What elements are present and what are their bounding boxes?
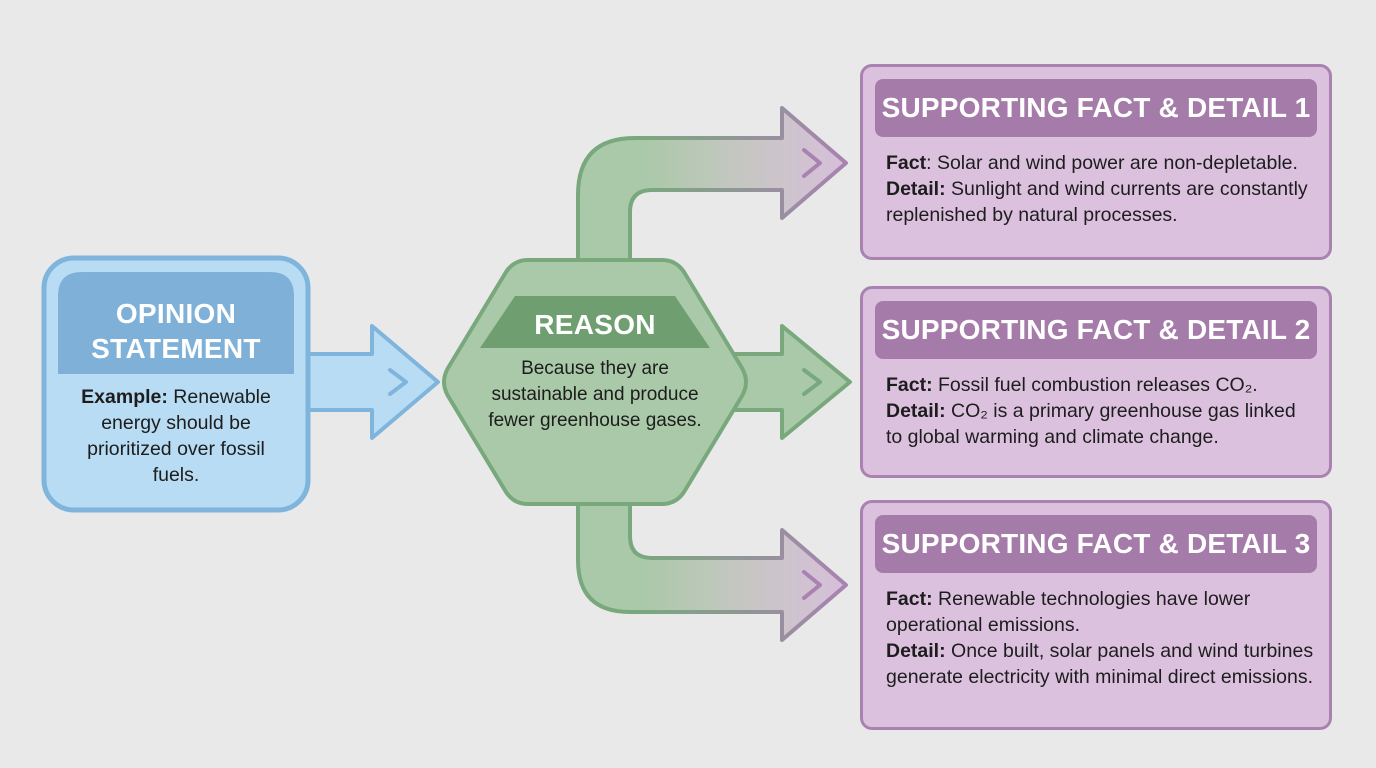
supporting-card-2: SUPPORTING FACT & DETAIL 2 Fact: Fossil … xyxy=(860,286,1332,478)
reason-header-band xyxy=(480,296,710,348)
supporting-card-2-title: SUPPORTING FACT & DETAIL 2 xyxy=(875,301,1317,359)
supporting-card-1-title: SUPPORTING FACT & DETAIL 1 xyxy=(875,79,1317,137)
fact-text: Renewable technologies have lower operat… xyxy=(886,588,1251,636)
supporting-card-1-body: Fact: Solar and wind power are non-deple… xyxy=(886,150,1315,228)
supporting-card-1: SUPPORTING FACT & DETAIL 1 Fact: Solar a… xyxy=(860,64,1332,260)
reason-text: Because they are sustainable and produce… xyxy=(488,358,702,431)
fact-label: Fact xyxy=(886,152,927,174)
reason-branch-arrow-1 xyxy=(576,106,848,274)
detail-label: Detail: xyxy=(886,400,946,422)
supporting-card-2-body: Fact: Fossil fuel combustion releases CO… xyxy=(886,372,1315,450)
fact-label: Fact: xyxy=(886,374,933,396)
detail-line: Detail: Sunlight and wind currents are c… xyxy=(886,176,1315,228)
detail-label: Detail: xyxy=(886,640,946,662)
opinion-title: OPINION STATEMENT xyxy=(91,298,261,364)
detail-text: Once built, solar panels and wind turbin… xyxy=(886,640,1314,688)
opinion-arrow-chevron xyxy=(388,368,408,396)
supporting-card-3: SUPPORTING FACT & DETAIL 3 Fact: Renewab… xyxy=(860,500,1332,730)
detail-text: CO₂ is a primary greenhouse gas linked t… xyxy=(886,400,1296,448)
fact-line: Fact: Solar and wind power are non-deple… xyxy=(886,150,1315,176)
opinion-example-label: Example: xyxy=(81,386,168,408)
arrow-2-chevron xyxy=(802,368,822,396)
detail-text: Sunlight and wind currents are constantl… xyxy=(886,178,1308,226)
detail-line: Detail: Once built, solar panels and win… xyxy=(886,638,1315,690)
fact-text: Fossil fuel combustion releases CO₂. xyxy=(932,374,1258,396)
fact-line: Fact: Renewable technologies have lower … xyxy=(886,586,1315,638)
arrow-1-chevron xyxy=(802,148,822,178)
opinion-example: Example: Renewable energy should be prio… xyxy=(64,384,288,488)
opinion-example-text: Renewable energy should be prioritized o… xyxy=(87,386,271,486)
fact-text: : Solar and wind power are non-depletabl… xyxy=(926,152,1298,174)
detail-label: Detail: xyxy=(886,178,946,200)
supporting-card-3-title: SUPPORTING FACT & DETAIL 3 xyxy=(875,515,1317,573)
detail-line: Detail: CO₂ is a primary greenhouse gas … xyxy=(886,398,1315,450)
reason-branch-arrow-3 xyxy=(576,493,848,642)
opinion-header-band xyxy=(58,272,294,374)
supporting-card-3-body: Fact: Renewable technologies have lower … xyxy=(886,586,1315,690)
arrow-3-chevron xyxy=(802,570,822,600)
fact-line: Fact: Fossil fuel combustion releases CO… xyxy=(886,372,1315,398)
fact-label: Fact: xyxy=(886,588,933,610)
opinion-arrow xyxy=(298,324,440,440)
reason-title: REASON xyxy=(534,309,656,340)
